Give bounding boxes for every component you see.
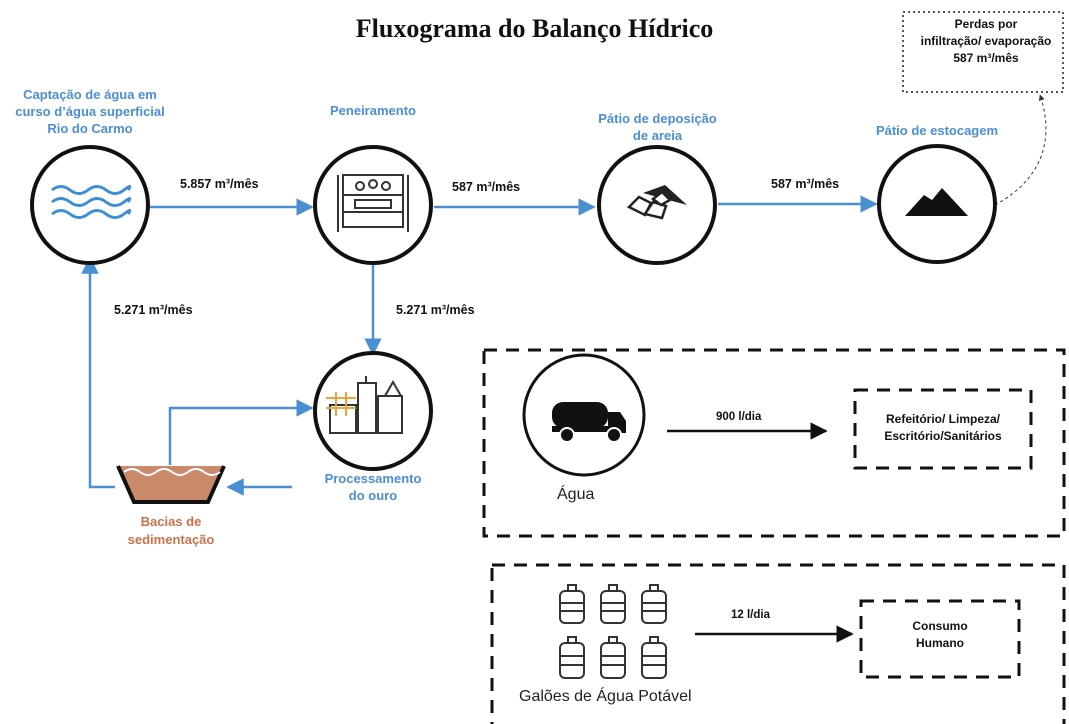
gold-conveyor-icon <box>326 392 356 416</box>
page-title: Fluxograma do Balanço Hídrico <box>355 14 714 43</box>
water-destination-line-2: Escritório/Sanitários <box>884 429 1002 443</box>
water-destination-line-1: Refeitório/ Limpeza/ <box>885 412 1001 426</box>
processamento-node <box>313 351 433 471</box>
processamento-label: Processamento do ouro <box>303 470 443 504</box>
patio-estocagem-node <box>877 144 997 264</box>
water-jug-icon <box>641 636 667 679</box>
losses-arrow <box>994 94 1047 206</box>
patio-deposicao-label: Pátio de deposição de areia <box>580 110 735 144</box>
captacao-line-2: curso d’água superficial <box>15 104 165 119</box>
captacao-label: Captação de água em curso d’água superfi… <box>0 86 180 137</box>
captacao-line-1: Captação de água em <box>23 87 157 102</box>
arrow-bacias-to-processamento <box>168 399 314 465</box>
arrow-bacias-to-captacao <box>81 256 115 489</box>
patio-deposicao-line-1: Pátio de deposição <box>598 111 717 126</box>
losses-label: Perdas por infiltração/ evaporação 587 m… <box>903 16 1069 67</box>
consumption-line-1: Consumo <box>912 619 968 633</box>
bacias-line-2: sedimentação <box>127 532 215 547</box>
water-source-label: Água <box>557 486 595 503</box>
processamento-line-1: Processamento <box>324 471 422 486</box>
water-jug-icon <box>559 636 585 679</box>
losses-line-1: Perdas por <box>954 17 1018 31</box>
sedimentation-basin-icon <box>116 465 226 504</box>
water-truck-icon <box>552 402 626 443</box>
water-destination-box <box>853 388 1033 470</box>
drinking-flow-label: 12 l/dia <box>731 609 770 621</box>
consumption-label: Consumo Humano <box>861 618 1019 652</box>
captacao-line-3: Rio do Carmo <box>47 121 133 136</box>
patio-deposicao-line-2: de areia <box>632 128 683 143</box>
water-jug-icon <box>600 584 626 624</box>
water-jugs-icon <box>559 584 667 679</box>
peneiramento-node <box>313 145 433 265</box>
patio-estocagem-label: Pátio de estocagem <box>875 123 999 138</box>
water-jug-icon <box>641 584 667 624</box>
flow-captacao-peneiramento: 5.857 m³/mês <box>180 177 259 191</box>
losses-line-3: 587 m³/mês <box>953 51 1019 65</box>
processamento-line-2: do ouro <box>348 488 398 503</box>
stockpile-icon <box>905 188 968 216</box>
peneiramento-label: Peneiramento <box>330 103 416 118</box>
flow-deposicao-estocagem: 587 m³/mês <box>771 177 840 191</box>
water-waves-icon <box>51 185 132 219</box>
screening-machine-icon <box>337 174 409 232</box>
water-flow-label: 900 l/dia <box>716 411 762 423</box>
bacias-label: Bacias de sedimentação <box>106 513 236 549</box>
patio-deposicao-node <box>597 145 717 265</box>
human-consumption-box <box>859 599 1021 679</box>
flow-peneiramento-deposicao: 587 m³/mês <box>452 180 521 194</box>
flow-bacias-captacao: 5.271 m³/mês <box>114 303 193 317</box>
water-destination-label: Refeitório/ Limpeza/ Escritório/Sanitári… <box>855 411 1031 445</box>
water-supply-box <box>482 348 1066 538</box>
sand-pile-icon <box>626 185 687 220</box>
drinking-source-label: Galões de Água Potável <box>519 688 692 705</box>
bacias-line-1: Bacias de <box>140 514 202 529</box>
captacao-node <box>30 145 150 265</box>
water-jug-icon <box>600 636 626 679</box>
flow-peneiramento-processamento: 5.271 m³/mês <box>396 303 475 317</box>
water-jug-icon <box>559 584 585 624</box>
losses-line-2: infiltração/ evaporação <box>920 34 1052 48</box>
processing-plant-icon <box>329 376 403 434</box>
losses-box <box>902 11 1064 93</box>
drinking-water-box <box>490 563 1066 724</box>
consumption-line-2: Humano <box>916 636 964 650</box>
